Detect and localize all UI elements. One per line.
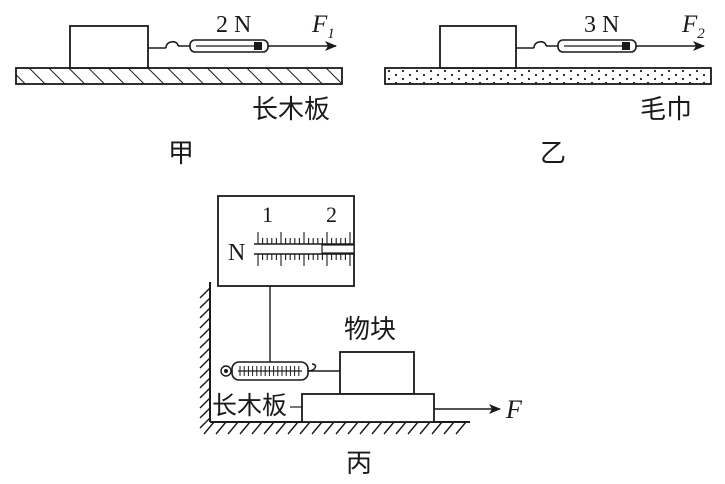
panel-c-spring-scale (220, 361, 340, 381)
panel-b: 3 N F2 毛巾 乙 (384, 11, 712, 169)
panel-a-hook (165, 40, 179, 49)
panel-b-caption: 乙 (540, 139, 566, 169)
panel-b-surface-label: 毛巾 (640, 95, 692, 125)
panel-a-caption: 甲 (168, 139, 194, 169)
panel-c-wall (199, 282, 211, 429)
panel-c-board-label: 长木板 (212, 391, 287, 420)
panel-a-force-label: F1 (311, 11, 335, 42)
panel-a-block (69, 25, 149, 69)
panel-c-floor (203, 421, 470, 435)
panel-c-caption: 丙 (346, 449, 372, 479)
panel-b-towel (384, 67, 712, 85)
panel-a-spring-scale (189, 39, 269, 53)
panel-c-gauge-unit: N (228, 240, 245, 266)
panel-b-force-label: F2 (681, 11, 705, 42)
panel-c-gauge: 1 2 N (217, 195, 355, 287)
panel-c-block-label: 物块 (344, 315, 396, 345)
panel-c-block (339, 351, 415, 395)
panel-c-force-label: F (505, 395, 523, 424)
panel-a: 2 N F1 长木板 甲 (15, 11, 343, 169)
panel-b-block (439, 25, 517, 69)
panel-b-hook (533, 40, 547, 49)
panel-c-board (301, 393, 435, 423)
panel-a-force-reading: 2 N (216, 12, 251, 38)
panel-c-gauge-tick-2: 2 (326, 202, 337, 227)
panel-a-surface-label: 长木板 (252, 95, 330, 125)
panel-b-spring-scale (557, 39, 637, 53)
panel-c: 1 2 N 物块 长木板 F 丙 (199, 195, 523, 479)
panel-a-board (15, 67, 343, 85)
panel-b-force-reading: 3 N (584, 12, 619, 38)
panel-c-gauge-tick-1: 1 (262, 202, 273, 227)
